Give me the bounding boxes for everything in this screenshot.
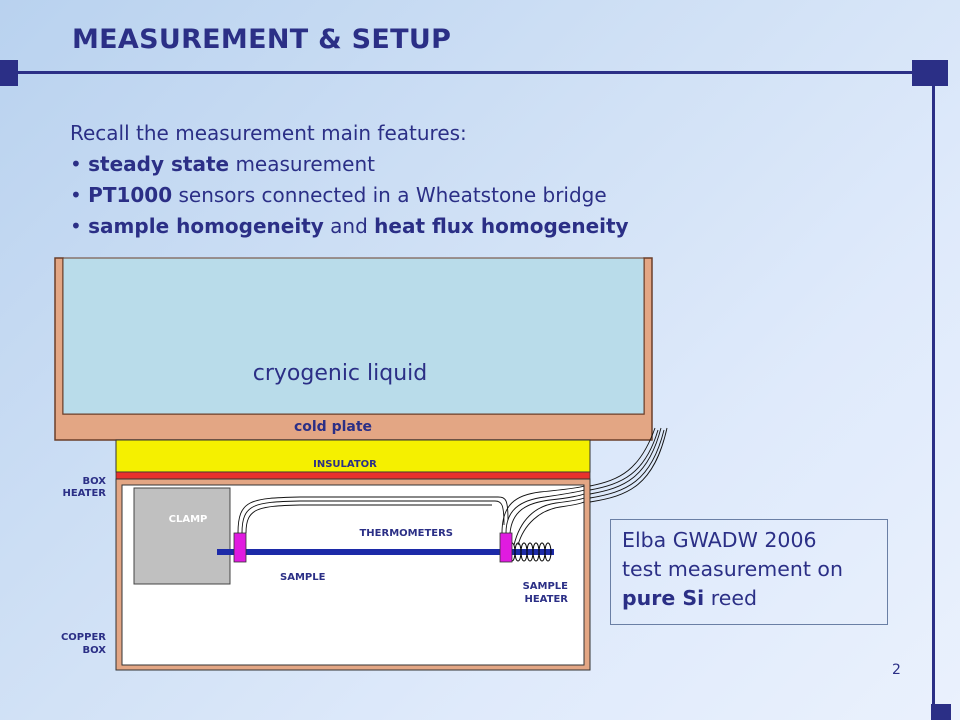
bullet-bold: heat flux homogeneity [374,214,629,238]
box-heater-label-1: BOX [83,476,107,487]
copper-box-label-1: COPPER [61,632,106,643]
cryogenic-liquid-label: cryogenic liquid [253,361,427,386]
note-rest: reed [704,586,757,610]
external-wires [589,427,668,503]
clamp [133,487,231,585]
sample-heater-label-2: HEATER [524,594,568,605]
corner-square-bottom [931,704,951,720]
intro-line: Recall the measurement main features: [70,121,467,145]
bullet-marker: • [70,152,82,176]
note-line-3: pure Si reed [622,584,877,613]
cryogenic-liquid [62,257,645,415]
thermometer-right [499,532,513,563]
bullet-marker: • [70,214,82,238]
page-number: 2 [892,662,901,678]
insulator-label: INSULATOR [313,459,377,470]
side-rule [932,74,935,720]
corner-square-right [912,60,948,86]
bullet-text: and [323,214,375,238]
feature-list: Recall the measurement main features: • … [70,118,810,242]
corner-square-left [0,60,18,86]
note-bold: pure Si [622,586,705,610]
insulator [115,439,591,473]
note-line-1: Elba GWADW 2006 [622,528,817,552]
thermometers-label: THERMOMETERS [359,528,453,539]
cold-plate-label: cold plate [294,419,372,435]
sample-label: SAMPLE [280,572,326,583]
bullet-item: • sample homogeneity and heat flux homog… [70,211,810,242]
bullet-item: • PT1000 sensors connected in a Wheatsto… [70,180,810,211]
box-heater-strip [115,471,591,480]
sample-rod [217,549,554,555]
bullet-bold: PT1000 [88,183,173,207]
bullet-text: measurement [229,152,375,176]
copper-box-label-2: BOX [83,645,107,656]
bullet-item: • steady state measurement [70,149,810,180]
note-line-2: test measurement on [622,557,843,581]
thermometer-wires [237,485,585,546]
bullet-bold: steady state [88,152,230,176]
sample-heater-label-1: SAMPLE [523,581,569,592]
note-box: Elba GWADW 2006 test measurement on pure… [610,519,888,625]
bullet-text: sensors connected in a Wheatstone bridge [172,183,607,207]
title-rule [12,71,924,74]
box-heater-label-2: HEATER [62,488,106,499]
slide-title: MEASUREMENT & SETUP [72,24,452,55]
bullet-marker: • [70,183,82,207]
bullet-bold: sample homogeneity [88,214,324,238]
thermometer-left [233,532,247,563]
clamp-label: CLAMP [169,514,208,525]
sample-heater-coil [508,542,552,562]
